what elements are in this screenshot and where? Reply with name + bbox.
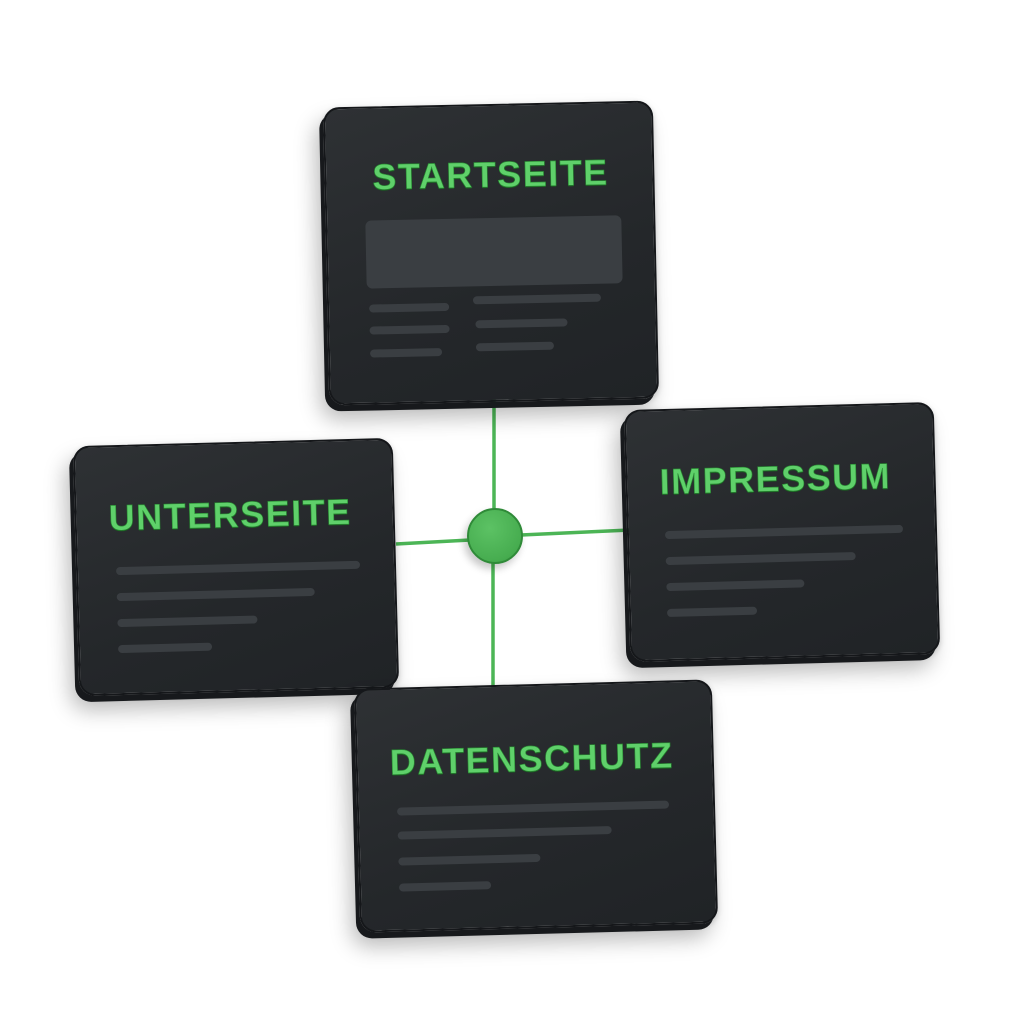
text-line-placeholder [117, 615, 258, 628]
text-line-placeholder [475, 341, 555, 352]
hub-node[interactable] [467, 508, 523, 564]
text-line-placeholder [369, 302, 450, 313]
card-title-datenschutz: DATENSCHUTZ [389, 734, 675, 783]
text-line-placeholder [666, 606, 758, 618]
page-card-impressum[interactable]: IMPRESSUM [623, 401, 941, 663]
connector-right [520, 528, 631, 537]
text-line-placeholder [398, 853, 541, 866]
text-line-placeholder [116, 587, 315, 602]
text-line-placeholder [472, 293, 602, 305]
text-line-placeholder [666, 579, 805, 592]
card-title-unterseite: UNTERSEITE [108, 490, 353, 539]
text-line-placeholder [475, 318, 568, 329]
connector-left [395, 538, 471, 546]
text-line-placeholder [369, 324, 450, 335]
text-line-placeholder [396, 800, 670, 816]
page-card-unterseite[interactable]: UNTERSEITE [72, 437, 400, 697]
page-card-startseite[interactable]: STARTSEITE [322, 100, 660, 406]
text-line-placeholder [397, 826, 612, 840]
text-line-placeholder [398, 881, 492, 892]
card-title-startseite: STARTSEITE [371, 151, 610, 198]
text-line-placeholder [664, 524, 904, 540]
hero-placeholder-block [365, 215, 623, 289]
text-line-placeholder [665, 552, 856, 566]
text-line-placeholder [115, 560, 361, 576]
text-line-placeholder [118, 642, 213, 654]
text-line-placeholder [369, 348, 443, 358]
page-card-datenschutz[interactable]: DATENSCHUTZ [353, 679, 719, 933]
card-title-impressum: IMPRESSUM [659, 455, 892, 503]
